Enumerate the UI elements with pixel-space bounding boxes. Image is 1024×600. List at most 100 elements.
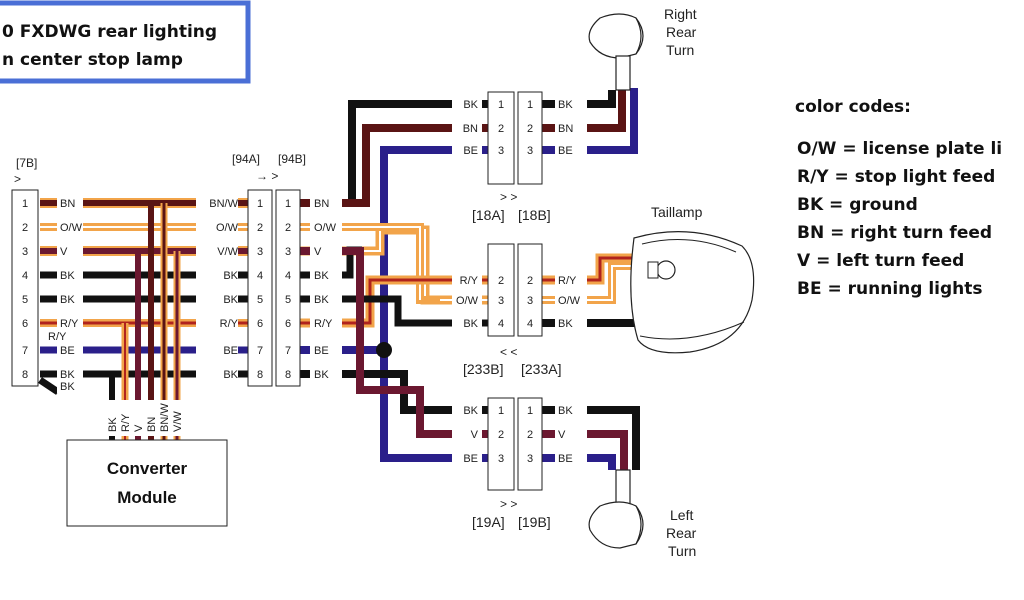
connector-c19a-wire-label: BK xyxy=(463,405,478,417)
connector-c233b-pin: 3 xyxy=(527,295,533,307)
connector-233: < < [233B] [233A] xyxy=(463,243,561,377)
connector-94b-pin: 3 xyxy=(285,246,291,258)
label-background xyxy=(196,315,238,330)
label-background xyxy=(57,380,83,393)
connector-7b-label: [7B] xyxy=(16,156,37,170)
connector-c233a-pin: 3 xyxy=(498,295,504,307)
svg-text:>: > xyxy=(14,172,21,186)
svg-text:→ >: → > xyxy=(256,169,278,183)
connector-7b-wire-label: V xyxy=(60,246,68,258)
label-background xyxy=(196,342,238,357)
label-background xyxy=(145,400,157,436)
connector-94b-wire-label: BK xyxy=(314,369,329,381)
connector-94a-pin: 7 xyxy=(257,345,263,357)
connector-19b-label: [19B] xyxy=(518,514,551,530)
connector-94a-wire-label: BK xyxy=(223,270,238,282)
label-background xyxy=(196,267,238,282)
connector-c233a-wire-label: R/Y xyxy=(460,275,479,287)
connector-c18b-pin: 2 xyxy=(527,123,533,135)
connector-c18b-wire-label: BN xyxy=(558,123,573,135)
connector-c19b-wire-label: BK xyxy=(558,405,573,417)
label-background xyxy=(555,272,587,287)
label-background xyxy=(452,120,482,135)
label-background xyxy=(106,400,118,436)
legend-item-be: BE = running lights xyxy=(797,279,983,299)
connector-94b-pin: 4 xyxy=(285,270,291,282)
connector-94a-wire-label: V/W xyxy=(217,246,238,258)
label-background xyxy=(196,243,238,258)
connector-7b-wire-label: BK xyxy=(60,369,75,381)
label-background xyxy=(452,402,482,417)
converter-wire-label: V xyxy=(133,424,145,432)
left-turn-label-2: Rear xyxy=(666,525,697,541)
converter-label-line-2: Module xyxy=(117,488,177,507)
label-background xyxy=(555,96,587,111)
label-background xyxy=(57,267,83,282)
connector-c18b-wire-label: BE xyxy=(558,145,573,157)
label-background xyxy=(57,291,83,306)
color-legend: color codes: O/W = license plate li R/Y … xyxy=(795,97,1002,299)
svg-text:> >: > > xyxy=(500,497,517,511)
connector-94a-pin: 1 xyxy=(257,198,263,210)
label-background xyxy=(132,400,144,436)
connector-c19b-wire-label: V xyxy=(558,429,566,441)
connector-7b-extra-wire-label: BK xyxy=(60,381,75,393)
label-background xyxy=(310,366,342,381)
label-background xyxy=(452,272,482,287)
connector-94: [94A] [94B] → > xyxy=(232,152,306,387)
connector-94b-wire-label: R/Y xyxy=(314,318,333,330)
taillamp: Taillamp xyxy=(630,204,755,354)
connector-94b-wire-label: BK xyxy=(314,294,329,306)
connector-94a-label: [94A] xyxy=(232,152,260,166)
label-background xyxy=(555,450,587,465)
legend-item-bn: BN = right turn feed xyxy=(797,223,992,243)
converter-wire-label: BN xyxy=(146,417,158,432)
connector-94a-pin: 6 xyxy=(257,318,263,330)
connector-94b-pin: 5 xyxy=(285,294,291,306)
connector-94a-pin: 5 xyxy=(257,294,263,306)
label-background xyxy=(555,142,587,157)
connector-94a-pin: 2 xyxy=(257,222,263,234)
connector-c18b-wire-label: BK xyxy=(558,99,573,111)
connector-7b-wire-label: BK xyxy=(60,294,75,306)
label-background xyxy=(158,400,170,436)
connector-c18b-pin: 3 xyxy=(527,145,533,157)
label-background xyxy=(555,120,587,135)
label-background xyxy=(57,315,83,330)
connector-c18a-pin: 3 xyxy=(498,145,504,157)
connector-94a-wire-label: R/Y xyxy=(220,318,239,330)
connector-c19a-pin: 3 xyxy=(498,453,504,465)
connector-7b-pin: 3 xyxy=(22,246,28,258)
converter-wire-label: R/Y xyxy=(120,413,132,432)
connector-c233b-pin: 4 xyxy=(527,318,533,330)
legend-item-v: V = left turn feed xyxy=(797,251,964,271)
legend-item-bk: BK = ground xyxy=(797,195,918,215)
connector-7b-wire-label: O/W xyxy=(60,222,83,234)
label-background xyxy=(310,195,342,210)
label-background xyxy=(555,426,587,441)
connector-94b-label: [94B] xyxy=(278,152,306,166)
label-background xyxy=(119,400,131,436)
connector-c19b-pin: 2 xyxy=(527,429,533,441)
connector-94a-wire-label: BK xyxy=(223,369,238,381)
connector-c19b-pin: 3 xyxy=(527,453,533,465)
connector-c233a-wire-label: O/W xyxy=(456,295,479,307)
legend-item-ry: R/Y = stop light feed xyxy=(797,167,995,187)
connector-233b-label: [233B] xyxy=(463,361,503,377)
connector-94b-wire-label: BE xyxy=(314,345,329,357)
label-background xyxy=(555,292,587,307)
left-turn-label-3: Turn xyxy=(668,543,696,559)
connector-94b-pin: 2 xyxy=(285,222,291,234)
connector-c19b-wire-label: BE xyxy=(558,453,573,465)
converter-wire-label: BK xyxy=(107,417,119,432)
connector-94b-wire-label: BN xyxy=(314,198,329,210)
connector-94a-wire-label: O/W xyxy=(216,222,239,234)
connector-7b-extra-wire-label: R/Y xyxy=(48,331,67,343)
connector-94b-pin: 7 xyxy=(285,345,291,357)
title-box: 0 FXDWG rear lighting n center stop lamp xyxy=(0,0,251,84)
connector-c18a-wire-label: BK xyxy=(463,99,478,111)
connector-94a-wire-label: BN/W xyxy=(209,198,238,210)
label-background xyxy=(452,315,482,330)
